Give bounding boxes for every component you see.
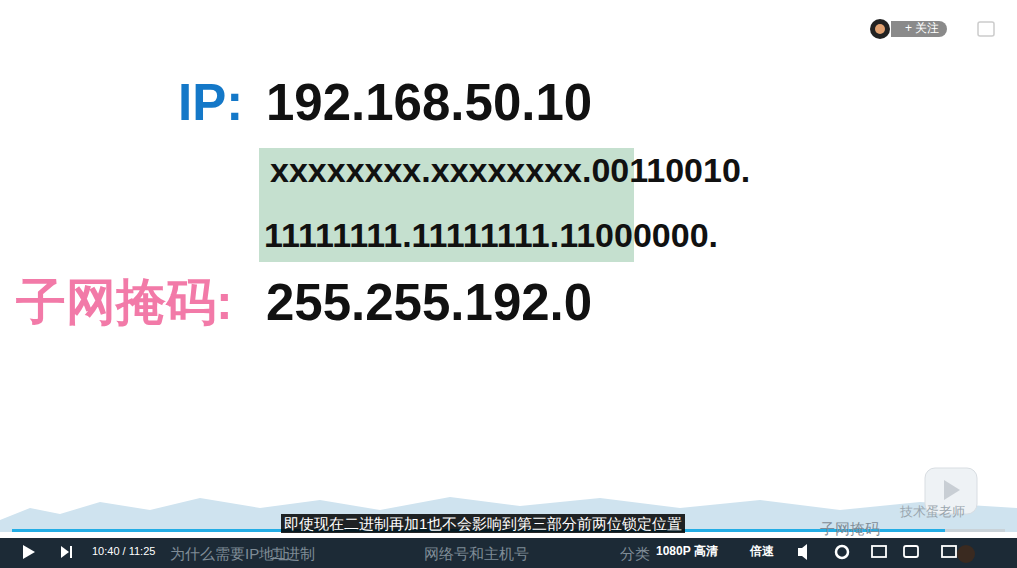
play-icon — [23, 545, 35, 559]
ip-label: IP: — [178, 74, 243, 133]
pip-icon — [872, 546, 886, 557]
mask-value: 255.255.192.0 — [266, 274, 592, 333]
chapter-title: 二进制 — [270, 545, 315, 562]
help-icon — [978, 22, 994, 36]
quality-button: 1080P 高清 — [656, 545, 718, 559]
watermark: 技术蛋老师 — [900, 505, 965, 520]
avatar — [870, 19, 890, 39]
chapter-title: 分类 — [620, 545, 650, 562]
time-display: 10:40 / 11:25 — [92, 545, 155, 558]
next-icon — [61, 546, 69, 558]
volume-icon — [798, 544, 807, 560]
follow-button: + 关注 — [891, 21, 947, 37]
ip-value: 192.168.50.10 — [266, 74, 592, 133]
uploader-badge — [957, 545, 975, 563]
chapter-title: 网络号和主机号 — [424, 545, 529, 562]
ip-binary: xxxxxxxx.xxxxxxxx.00110010. — [270, 151, 750, 190]
subtitle: 即使现在二进制再加1也不会影响到第三部分前两位锁定位置 — [281, 514, 685, 533]
widescreen-icon — [904, 546, 918, 557]
chapter-title: 子网掩码 — [820, 520, 880, 537]
settings-icon — [836, 546, 848, 558]
avatar-face — [875, 24, 885, 34]
fullscreen-icon — [942, 546, 956, 557]
mask-label: 子网掩码: — [16, 274, 233, 332]
next-bar — [70, 546, 72, 558]
mask-binary: 11111111.11111111.11000000. — [264, 216, 718, 255]
control-bar — [0, 538, 1017, 568]
play-glyph — [944, 480, 960, 500]
speed-button: 倍速 — [750, 545, 774, 559]
